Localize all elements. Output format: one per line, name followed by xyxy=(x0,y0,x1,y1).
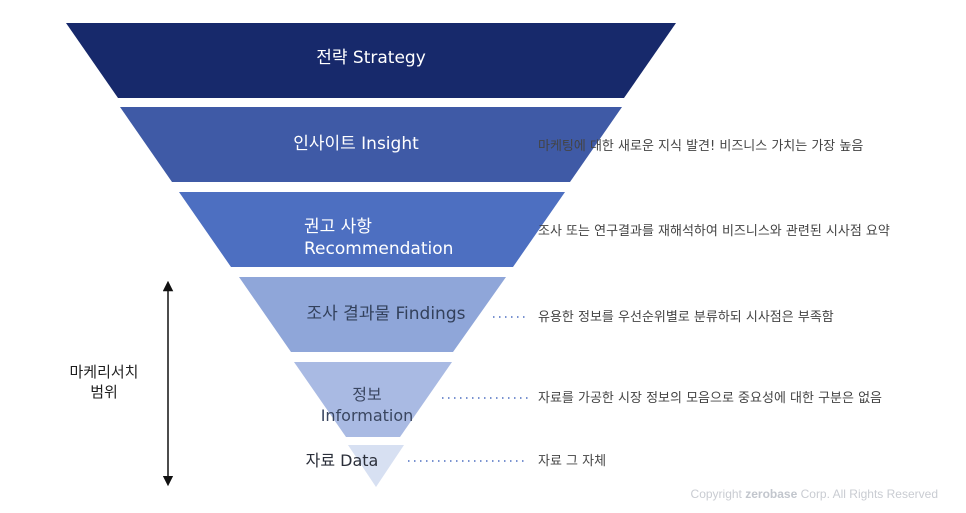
data-label: 자료 Data xyxy=(296,451,388,472)
scope-label-line-2: 범위 xyxy=(90,383,118,402)
information-description: 자료를 가공한 시장 정보의 모음으로 중요성에 대한 구분은 없음 xyxy=(538,391,883,406)
copyright-brand: zerobase xyxy=(745,487,798,501)
strategy-label: 전략 Strategy xyxy=(266,47,476,69)
data-label-line: 자료 Data xyxy=(305,451,379,470)
information-label: 정보 Information xyxy=(302,385,432,427)
funnel-level-findings xyxy=(239,277,506,352)
information-label-line-2: Information xyxy=(320,405,414,425)
funnel-level-insight xyxy=(120,107,622,182)
copyright-notice: Copyright zerobase Corp. All Rights Rese… xyxy=(691,487,938,501)
recommendation-label-line-1: 권고 사항 xyxy=(304,217,372,237)
strategy-label-line: 전략 Strategy xyxy=(316,48,426,68)
research-scope-label: 마케리서치 범위 xyxy=(56,362,152,403)
findings-label: 조사 결과물 Findings xyxy=(288,303,484,325)
funnel-level-data xyxy=(348,445,404,487)
insight-label: 인사이트 Insight xyxy=(256,133,456,155)
scope-label-line-1: 마케리서치 xyxy=(69,363,139,381)
copyright-prefix: Copyright xyxy=(690,487,746,501)
insight-label-line: 인사이트 Insight xyxy=(293,134,419,154)
insight-description: 마케팅에 대한 새로운 지식 발견! 비즈니스 가치는 가장 높음 xyxy=(538,139,864,154)
data-description: 자료 그 자체 xyxy=(538,454,607,469)
recommendation-label: 권고 사항 Recommendation xyxy=(304,216,464,260)
funnel-level-recommendation xyxy=(179,192,565,267)
recommendation-label-line-2: Recommendation xyxy=(304,239,454,260)
funnel-level-strategy xyxy=(66,23,676,98)
information-label-line-1: 정보 xyxy=(352,385,382,404)
funnel-level-information xyxy=(294,362,452,437)
findings-label-line: 조사 결과물 Findings xyxy=(306,304,466,324)
findings-description: 유용한 정보를 우선순위별로 분류하되 시사점은 부족함 xyxy=(538,310,834,325)
recommendation-description: 조사 또는 연구결과를 재해석하여 비즈니스와 관련된 시사점 요약 xyxy=(538,224,890,239)
copyright-suffix: Corp. All Rights Reserved xyxy=(797,487,938,501)
